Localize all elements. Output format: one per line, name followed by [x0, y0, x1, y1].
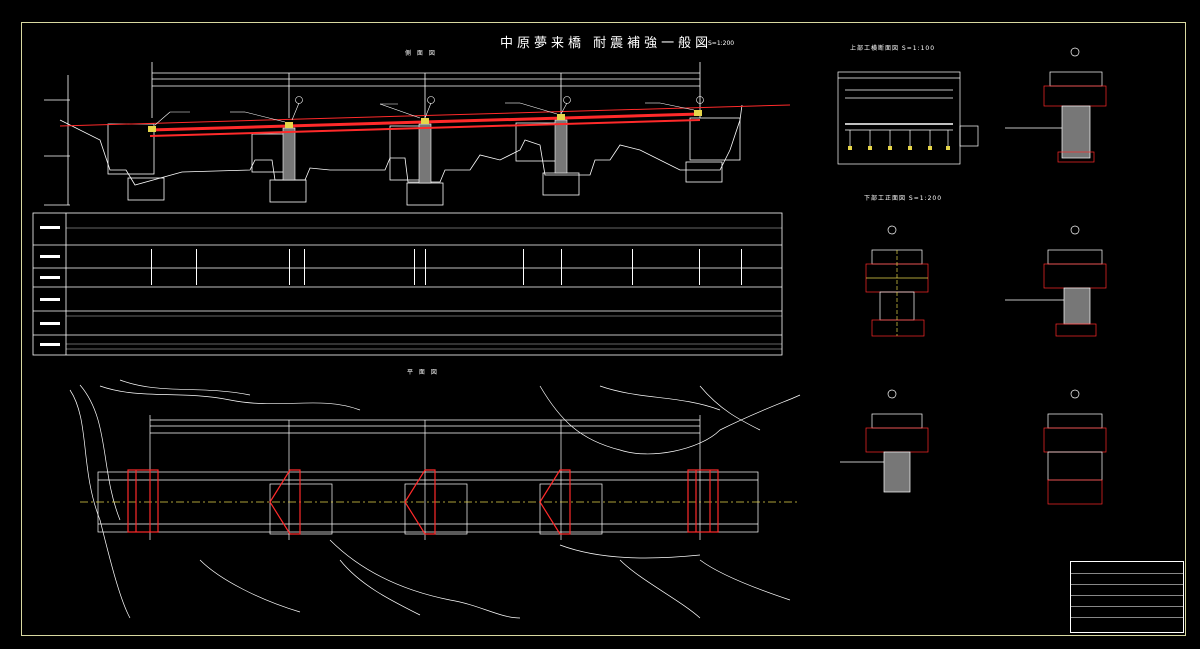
- pier-detail-p1: [865, 225, 929, 337]
- superstructure-bearings: [848, 146, 950, 150]
- title-block-row: [1071, 606, 1183, 618]
- profile-table-ticks: [40, 226, 742, 346]
- title-block-row: [1071, 595, 1183, 607]
- pier-detail-p2: [1005, 225, 1107, 337]
- elevation-piers: [282, 119, 568, 184]
- drawing-frame: [21, 22, 1186, 636]
- elevation-leaders: [154, 96, 704, 126]
- pier-detail-a1: [1005, 47, 1107, 163]
- title-block-row: [1071, 584, 1183, 596]
- pier-detail-p3: [840, 389, 929, 493]
- elevation-view-label: 側 面 図: [405, 50, 437, 57]
- superstructure-section-label: 上部工横断面図 S=1:100: [850, 45, 936, 52]
- profile-table: [32, 212, 783, 356]
- title-block-row: [1071, 562, 1183, 573]
- pier-detail-a2: [1043, 389, 1107, 505]
- title-block-row: [1071, 573, 1183, 585]
- drawing-scale: S=1:200: [708, 40, 735, 47]
- elevation-view: [44, 62, 743, 206]
- title-block: [1070, 561, 1184, 633]
- drawing-title: 中原夢来橋 耐震補強一般図: [500, 36, 713, 51]
- superstructure-section: [837, 71, 979, 165]
- substructure-elevation-label: 下部工正面図 S=1:200: [864, 195, 943, 202]
- title-block-row: [1071, 617, 1183, 629]
- elevation-bearings: [148, 110, 702, 132]
- plan-reinforcement: [127, 469, 719, 535]
- plan-view-label: 平 面 図: [407, 369, 439, 376]
